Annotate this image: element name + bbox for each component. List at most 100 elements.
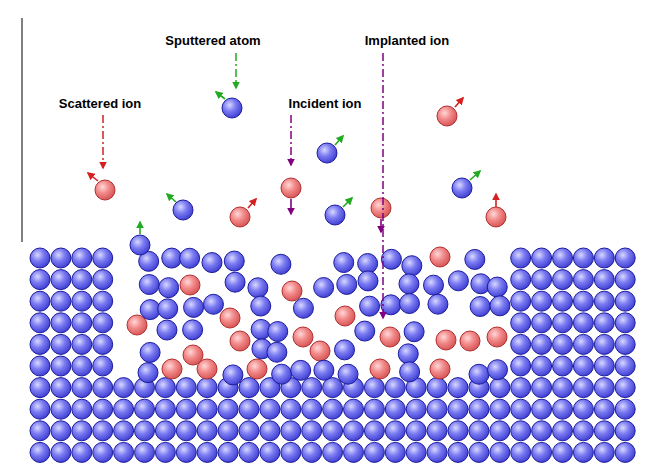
target-atom [427, 378, 447, 398]
target-atom [553, 442, 573, 462]
target-atom [360, 296, 380, 316]
target-atom [197, 399, 217, 419]
motion-arrow [455, 98, 463, 107]
target-atom [487, 360, 507, 380]
target-atom [93, 334, 113, 354]
leader-line [235, 53, 237, 88]
target-atom [532, 291, 552, 311]
leader-line [102, 115, 104, 168]
target-atom [184, 297, 204, 317]
target-atom [51, 442, 71, 462]
motion-arrow [216, 92, 225, 99]
target-atom [594, 270, 614, 290]
target-atom [93, 313, 113, 333]
target-atom [176, 421, 196, 441]
target-atom [93, 291, 113, 311]
target-atom [93, 248, 113, 268]
target-atom [490, 421, 510, 441]
target-atom [93, 270, 113, 290]
target-atom [314, 360, 334, 380]
target-atom [51, 248, 71, 268]
target-atom [72, 334, 92, 354]
target-atom [615, 334, 635, 354]
target-atom [511, 291, 531, 311]
target-atom [573, 356, 593, 376]
target-atom [159, 278, 179, 298]
target-atom [532, 378, 552, 398]
target-atom [180, 248, 200, 268]
target-atom [448, 421, 468, 441]
target-atom [594, 291, 614, 311]
target-atom [335, 340, 355, 360]
target-atom [594, 313, 614, 333]
target-atom [469, 421, 489, 441]
motion-arrow [380, 219, 382, 232]
target-atom [573, 378, 593, 398]
target-atom [469, 364, 489, 384]
target-atom [615, 313, 635, 333]
target-atom [202, 253, 222, 273]
ion-atom [380, 327, 400, 347]
ion-atom [282, 281, 302, 301]
target-atom [93, 378, 113, 398]
target-atom [176, 399, 196, 419]
target-atom [162, 248, 182, 268]
target-atom [272, 364, 292, 384]
motion-arrow [335, 136, 343, 145]
target-atom [344, 442, 364, 462]
motion-arrow [88, 173, 98, 181]
target-atom [553, 334, 573, 354]
target-atom [239, 378, 259, 398]
target-atom [406, 442, 426, 462]
target-atom [355, 321, 375, 341]
target-atom [281, 442, 301, 462]
target-atom [334, 253, 354, 273]
target-atom [51, 378, 71, 398]
target-atom [448, 378, 468, 398]
target-atom [490, 442, 510, 462]
target-atom [203, 294, 223, 314]
target-atom [448, 442, 468, 462]
target-atom [573, 334, 593, 354]
target-atom [314, 278, 334, 298]
target-atom [72, 313, 92, 333]
border-line [22, 18, 23, 242]
target-atom [323, 442, 343, 462]
target-atom [469, 442, 489, 462]
target-atom [155, 442, 175, 462]
target-atom [364, 378, 384, 398]
target-atom [399, 294, 419, 314]
target-atom [260, 421, 280, 441]
target-atom [511, 248, 531, 268]
target-atom [511, 356, 531, 376]
target-atom [197, 378, 217, 398]
target-atom [511, 334, 531, 354]
target-atom [30, 442, 50, 462]
target-atom [323, 378, 343, 398]
target-atom [364, 442, 384, 462]
motion-arrow [139, 222, 141, 234]
target-atom [511, 313, 531, 333]
ion-atom [162, 359, 182, 379]
target-atom [615, 291, 635, 311]
target-atom [155, 421, 175, 441]
target-atom [239, 421, 259, 441]
target-atom [140, 300, 160, 320]
motion-arrow [290, 199, 292, 214]
target-atom [364, 421, 384, 441]
target-atom [224, 251, 244, 271]
target-atom [114, 399, 134, 419]
target-atom [364, 399, 384, 419]
target-atom [532, 334, 552, 354]
target-atom [218, 421, 238, 441]
target-atom [302, 421, 322, 441]
target-atom [239, 442, 259, 462]
target-atom [553, 378, 573, 398]
target-atom [448, 271, 468, 291]
target-atom [72, 270, 92, 290]
target-atom [30, 270, 50, 290]
target-atom [400, 362, 420, 382]
motion-arrows [88, 92, 496, 234]
target-atom [135, 421, 155, 441]
target-atom [183, 320, 203, 340]
